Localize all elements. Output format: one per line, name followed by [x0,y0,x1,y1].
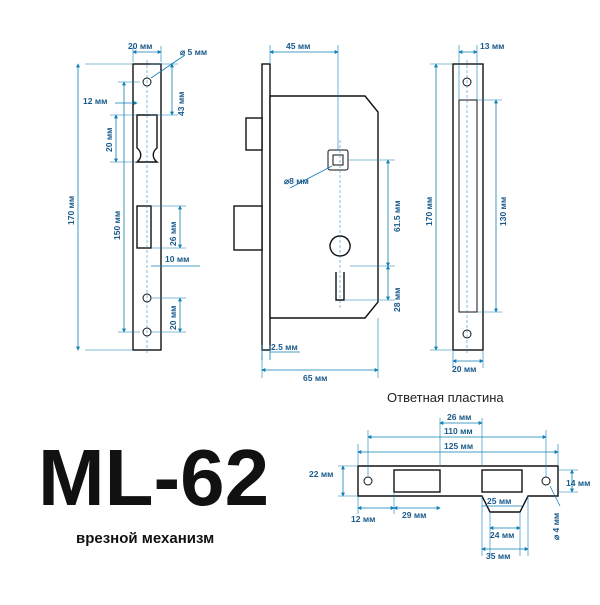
side-faceplate [261,63,271,351]
dim-back-top-width: 13 мм [480,41,504,51]
side-view: 45 мм ⌀8 мм 61.5 мм 28 мм 2.5 мм 65 мм [233,41,402,383]
strike-plate-title: Ответная пластина [387,390,504,405]
dim-back-bottom-width: 20 мм [452,364,476,374]
dim-center-distance: 61.5 мм [392,201,402,232]
dim-hole-diameter: ⌀ 5 мм [180,47,207,57]
dim-front-total-height: 170 мм [66,196,76,225]
dim-strike-tab: 24 мм [490,530,514,540]
latch-opening [135,114,159,163]
model-title: ML-62 [38,433,270,522]
dim-strike-hole: ⌀ 4 мм [551,513,561,540]
dim-cylinder: 28 мм [392,288,402,312]
strike-window-2 [481,469,523,493]
dim-body-depth: 65 мм [303,373,327,383]
dim-strike-offset: 12 мм [351,514,375,524]
dim-bottom-offset: 20 мм [168,306,178,330]
dim-faceplate-thickness: 2.5 мм [271,342,298,352]
latch-side [245,117,263,151]
dim-latch-height: 20 мм [104,128,114,152]
dim-latch-inset: 12 мм [83,96,107,106]
bolt-opening [136,205,152,249]
back-plate-inner [458,99,478,313]
strike-left-hole [363,476,373,486]
back-view: 13 мм 170 мм 130 мм 20 мм [424,41,508,374]
dim-back-inner-height: 130 мм [498,197,508,226]
dim-strike-tab-total: 35 мм [486,551,510,561]
dim-bolt-height: 26 мм [168,222,178,246]
dim-backset: 45 мм [286,41,310,51]
strike-plate-view: 26 мм 110 мм 125 мм 22 мм 14 мм 12 мм 29… [309,412,590,561]
spindle-square-inner [332,154,344,166]
lock-body [269,95,379,319]
dim-strike-window-2: 25 мм [487,496,511,506]
dim-strike-lip: 14 мм [566,478,590,488]
front-view: 20 мм ⌀ 5 мм 43 мм 170 мм 12 мм 20 мм 15… [66,41,207,354]
dim-strike-height: 22 мм [309,469,333,479]
dim-spindle: ⌀8 мм [284,176,309,186]
bolt-side [233,205,263,251]
dim-front-width: 20 мм [128,41,152,51]
strike-window-1 [393,469,441,493]
dim-strike-window-1: 29 мм [402,510,426,520]
dim-strike-110: 110 мм [444,426,473,436]
dim-strike-125: 125 мм [444,441,473,451]
strike-right-hole [541,476,551,486]
dim-top-offset: 43 мм [176,92,186,116]
dim-inner-height: 150 мм [112,211,122,240]
dim-bolt-width: 10 мм [165,254,189,264]
model-description: врезной механизм [76,530,215,547]
dim-back-total-height: 170 мм [424,197,434,226]
dim-strike-26: 26 мм [447,412,471,422]
